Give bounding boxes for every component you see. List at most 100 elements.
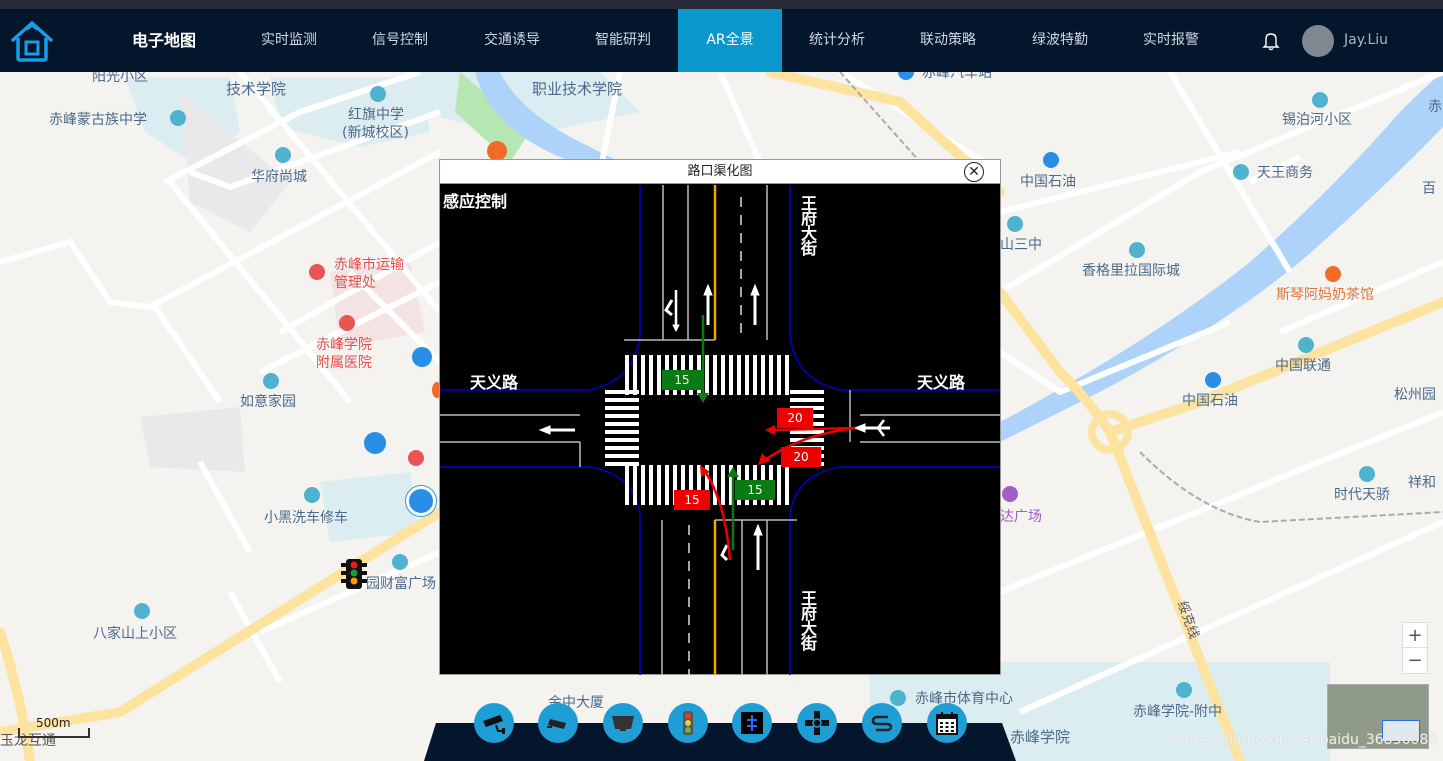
hospital-poi-icon[interactable] bbox=[339, 315, 355, 331]
nav-linkage-strategy[interactable]: 联动策略 bbox=[920, 32, 976, 48]
poi-label[interactable]: 赤峰汽车站 bbox=[922, 72, 992, 81]
poi-label[interactable]: 赤峰市体育中心 bbox=[915, 691, 1013, 707]
traffic-light-marker-icon[interactable] bbox=[340, 558, 368, 590]
cafe-poi-icon[interactable] bbox=[1325, 266, 1341, 282]
home-logo-icon[interactable] bbox=[10, 20, 54, 62]
school-poi-icon[interactable] bbox=[1176, 682, 1192, 698]
nav-statistics[interactable]: 统计分析 bbox=[809, 32, 865, 48]
map-overview-minimap[interactable] bbox=[1327, 684, 1429, 749]
bus-stop-marker-icon[interactable] bbox=[412, 347, 432, 367]
nav-smart-analysis[interactable]: 智能研判 bbox=[595, 32, 651, 48]
residential-poi-icon[interactable] bbox=[134, 603, 150, 619]
nav-green-wave[interactable]: 绿波特勤 bbox=[1032, 32, 1088, 48]
intersection-diagram: 感应控制 天义路 天义路 王府大街 王府大街 15 20 20 15 15 bbox=[440, 185, 1000, 675]
nav-ar-panorama[interactable]: AR全景 bbox=[678, 9, 782, 72]
nav-traffic-guidance[interactable]: 交通诱导 bbox=[484, 32, 540, 48]
username-label[interactable]: Jay.Liu bbox=[1344, 32, 1389, 48]
government-poi-icon[interactable] bbox=[309, 264, 325, 280]
poi-label[interactable]: 祥和 bbox=[1408, 475, 1436, 491]
subway-poi-icon[interactable] bbox=[487, 141, 507, 161]
poi-label[interactable]: 锡泊河小区 bbox=[1282, 112, 1352, 128]
poi-label[interactable]: 华府尚城 bbox=[251, 169, 307, 185]
dialog-title: 路口渠化图 bbox=[687, 164, 753, 179]
poi-label[interactable]: 赤峰学院-附中 bbox=[1133, 704, 1223, 720]
gas-station-poi-icon[interactable] bbox=[1205, 372, 1221, 388]
camera-marker-icon[interactable] bbox=[364, 432, 386, 454]
poi-label[interactable]: 职业技术学院 bbox=[532, 80, 623, 98]
nav-realtime-monitoring[interactable]: 实时监测 bbox=[261, 32, 317, 48]
close-circle-icon[interactable]: ✕ bbox=[964, 162, 984, 182]
scale-label: 500m bbox=[36, 716, 71, 730]
residential-poi-icon[interactable] bbox=[1129, 242, 1145, 258]
poi-label[interactable]: 附属医院 bbox=[316, 355, 372, 371]
poi-label[interactable]: 管理处 bbox=[334, 275, 376, 291]
government-poi-icon[interactable] bbox=[408, 450, 424, 466]
shopping-poi-icon[interactable] bbox=[1002, 486, 1018, 502]
poi-label[interactable]: 达广场 bbox=[1000, 509, 1042, 525]
poi-label[interactable]: 香格里拉国际城 bbox=[1082, 263, 1180, 279]
sports-poi-icon[interactable] bbox=[890, 690, 906, 706]
cctv-camera-button[interactable] bbox=[474, 703, 514, 743]
user-avatar[interactable] bbox=[1302, 25, 1334, 57]
poi-label[interactable]: 天王商务 bbox=[1257, 165, 1313, 181]
poi-label[interactable]: 八家山上小区 bbox=[93, 626, 177, 642]
bell-icon[interactable] bbox=[1262, 31, 1280, 51]
zoom-in-button[interactable]: + bbox=[1403, 623, 1427, 648]
office-poi-icon[interactable] bbox=[1233, 164, 1249, 180]
poi-label[interactable]: 赤峰学院 bbox=[1010, 728, 1071, 746]
poi-label[interactable]: 中国石油 bbox=[1182, 393, 1238, 409]
monitor-screen-button[interactable] bbox=[603, 703, 643, 743]
poi-label[interactable]: 赤峰蒙古族中学 bbox=[49, 112, 147, 128]
poi-label[interactable]: 红旗中学 bbox=[348, 107, 404, 123]
nav-home-electronic-map[interactable]: 电子地图 bbox=[131, 31, 196, 50]
telecom-poi-icon[interactable] bbox=[1298, 337, 1314, 353]
schedule-calendar-icon bbox=[936, 712, 958, 735]
poi-label[interactable]: 技术学院 bbox=[226, 80, 287, 98]
road-label-west: 天义路 bbox=[470, 373, 519, 392]
gas-station-poi-icon[interactable] bbox=[1043, 152, 1059, 168]
poi-label[interactable]: (新城校区) bbox=[342, 125, 409, 141]
school-poi-icon[interactable] bbox=[170, 110, 186, 126]
schedule-calendar-button[interactable] bbox=[927, 703, 967, 743]
building-poi-icon[interactable] bbox=[392, 554, 408, 570]
bus-station-poi-icon[interactable] bbox=[898, 72, 914, 80]
poi-label[interactable]: 赤峰市运输 bbox=[334, 257, 404, 273]
nav-signal-control[interactable]: 信号控制 bbox=[372, 32, 428, 48]
intersection-icon bbox=[805, 711, 829, 735]
road-label-south: 王府大街 bbox=[798, 590, 817, 650]
poi-label[interactable]: 中国联通 bbox=[1275, 358, 1331, 374]
residential-poi-icon[interactable] bbox=[1312, 92, 1328, 108]
residential-poi-icon[interactable] bbox=[1359, 466, 1375, 482]
residential-poi-icon[interactable] bbox=[275, 147, 291, 163]
nav-realtime-alarm[interactable]: 实时报警 bbox=[1143, 32, 1199, 48]
poi-label[interactable]: 时代天骄 bbox=[1334, 487, 1390, 503]
speed-camera-button[interactable] bbox=[538, 703, 578, 743]
poi-label[interactable]: 如意家园 bbox=[240, 394, 296, 410]
traffic-light-button[interactable] bbox=[668, 703, 708, 743]
zoom-out-button[interactable]: − bbox=[1407, 650, 1423, 671]
green-wave-button[interactable] bbox=[862, 703, 902, 743]
school-poi-icon[interactable] bbox=[1007, 216, 1023, 232]
device-location-marker-icon[interactable] bbox=[406, 486, 436, 516]
timer-south-straight: 15 bbox=[735, 480, 775, 500]
poi-label[interactable]: 斯琴阿妈奶茶馆 bbox=[1276, 287, 1374, 303]
poi-label[interactable]: 山三中 bbox=[1000, 237, 1042, 253]
poi-label[interactable]: 园财富广场 bbox=[366, 576, 436, 592]
poi-label[interactable]: 百 bbox=[1422, 181, 1436, 197]
map-zoom-control: + − bbox=[1402, 622, 1428, 674]
overview-viewport[interactable] bbox=[1382, 720, 1420, 742]
poi-label[interactable]: 赤 bbox=[1428, 99, 1442, 115]
residential-poi-icon[interactable] bbox=[263, 373, 279, 389]
poi-label[interactable]: 阳光小区 bbox=[92, 72, 148, 85]
poi-label[interactable]: 赤峰学院 bbox=[316, 337, 372, 353]
poi-label[interactable]: 小黑洗车修车 bbox=[264, 510, 348, 526]
poi-label[interactable]: 中国石油 bbox=[1020, 174, 1076, 190]
lane-channel-button[interactable] bbox=[732, 703, 772, 743]
car-wash-poi-icon[interactable] bbox=[304, 487, 320, 503]
road-label-east: 天义路 bbox=[917, 373, 966, 392]
poi-label[interactable]: 松州园 bbox=[1394, 387, 1436, 403]
poi-marker-icon[interactable] bbox=[432, 382, 442, 398]
intersection-button[interactable] bbox=[797, 703, 837, 743]
school-poi-icon[interactable] bbox=[370, 86, 386, 102]
lane-channel-icon bbox=[741, 712, 763, 734]
